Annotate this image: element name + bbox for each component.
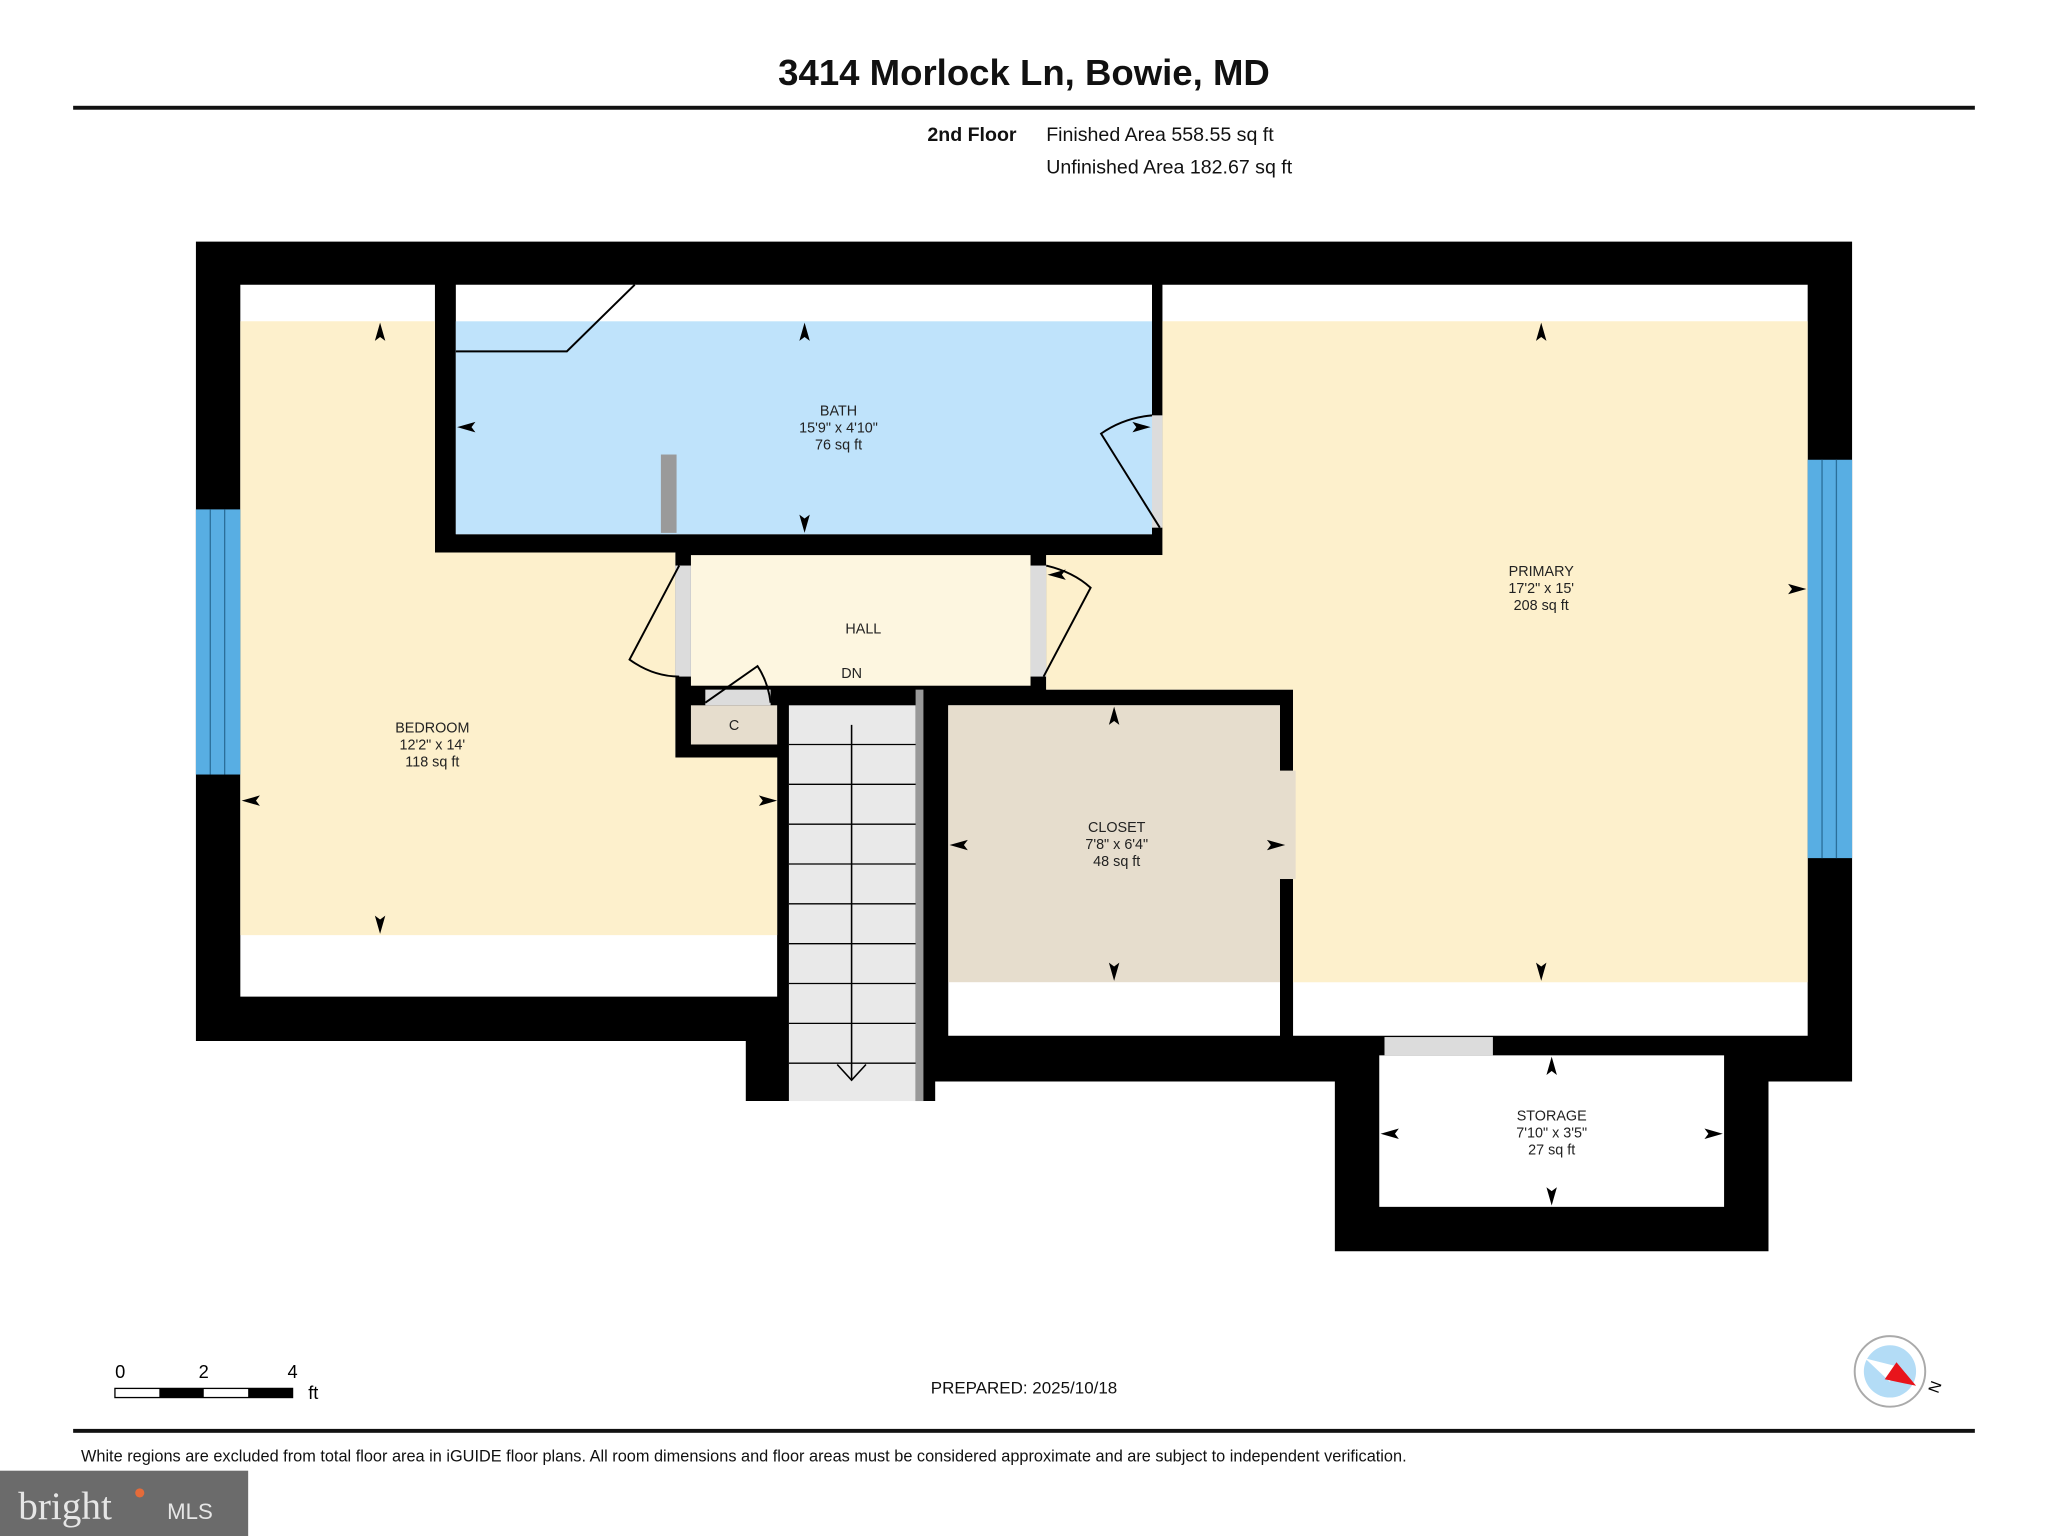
svg-text:bright: bright xyxy=(18,1485,112,1528)
label-closet-small: C xyxy=(729,718,739,734)
dimension-arrow-icon xyxy=(457,421,476,433)
footer-divider xyxy=(73,1428,1975,1433)
closet-c-door[interactable] xyxy=(705,689,771,706)
label-closet: CLOSET 7'8" x 6'4" 48 sq ft xyxy=(1085,820,1148,870)
dimension-arrow-icon xyxy=(374,915,386,934)
bedroom-door[interactable] xyxy=(675,565,691,677)
scale-tick: 0 xyxy=(115,1361,125,1382)
scale-unit: ft xyxy=(308,1382,318,1403)
header-divider xyxy=(73,105,1975,110)
room-bath xyxy=(455,284,1152,535)
dimension-arrow-icon xyxy=(1132,421,1151,433)
compass-north-label: N xyxy=(1926,1379,1946,1395)
storage-door xyxy=(1384,1037,1493,1056)
partition xyxy=(660,454,677,533)
prepared-date: PREPARED: 2025/10/18 xyxy=(931,1379,1117,1398)
label-stairs-down: DN xyxy=(841,666,862,682)
staircase[interactable] xyxy=(788,689,924,1102)
label-bedroom: BEDROOM 12'2" x 14' 118 sq ft xyxy=(395,721,469,771)
tub-outline xyxy=(455,284,636,353)
primary-door[interactable] xyxy=(1030,565,1047,677)
label-storage: STORAGE 7'10" x 3'5" 27 sq ft xyxy=(1516,1109,1587,1159)
room-dims: 17'2" x 15' xyxy=(1508,581,1574,597)
room-name: CLOSET xyxy=(1088,820,1146,836)
dimension-arrow-icon xyxy=(1546,1187,1557,1206)
dimension-arrow-icon xyxy=(1108,962,1120,981)
room-name: BATH xyxy=(820,403,857,419)
disclaimer: White regions are excluded from total fl… xyxy=(81,1448,1407,1466)
room-dims: 7'8" x 6'4" xyxy=(1085,837,1148,853)
window-right xyxy=(1807,459,1853,859)
finished-area: Finished Area 558.55 sq ft xyxy=(1046,124,1274,146)
page-title: 3414 Morlock Ln, Bowie, MD xyxy=(778,52,1270,93)
dimension-arrows xyxy=(241,322,1807,1206)
stair-railing xyxy=(915,689,924,1102)
room-closet-small xyxy=(690,705,778,745)
doors xyxy=(675,415,1163,706)
dimension-arrow-icon xyxy=(1380,1128,1399,1139)
room-name: STORAGE xyxy=(1517,1109,1587,1125)
label-hall: HALL xyxy=(845,621,881,637)
room-hall xyxy=(690,555,1031,686)
room-primary xyxy=(1046,284,1808,1036)
bright-mls-logo: bright MLS xyxy=(0,1470,249,1536)
room-dims: 12'2" x 14' xyxy=(399,738,465,754)
stairs-down-arrow-icon xyxy=(836,1063,867,1082)
door-swings xyxy=(628,414,1161,704)
dimension-arrow-icon xyxy=(1788,583,1807,595)
room-area: 27 sq ft xyxy=(1528,1143,1575,1159)
dimension-arrow-icon xyxy=(1047,569,1066,580)
dimension-arrow-icon xyxy=(799,514,810,533)
room-dims: 7'10" x 3'5" xyxy=(1516,1126,1587,1142)
dimension-arrow-icon xyxy=(1536,962,1547,981)
dimension-arrow-icon xyxy=(374,322,386,341)
dimension-arrow-icon xyxy=(758,795,778,806)
dimension-arrow-icon xyxy=(799,322,810,341)
dimension-arrow-icon xyxy=(241,795,260,806)
compass-icon: N xyxy=(1853,1335,1946,1408)
dimension-arrow-icon xyxy=(1266,839,1286,851)
svg-text:MLS: MLS xyxy=(167,1499,213,1524)
dimension-arrow-icon xyxy=(1108,706,1120,725)
room-area: 208 sq ft xyxy=(1514,598,1569,614)
floor-label: 2nd Floor xyxy=(927,124,1017,146)
dimension-arrow-icon xyxy=(1546,1056,1557,1075)
room-area: 76 sq ft xyxy=(815,437,862,453)
label-bath: BATH 15'9" x 4'10" 76 sq ft xyxy=(799,403,878,453)
label-primary: PRIMARY 17'2" x 15' 208 sq ft xyxy=(1508,564,1574,614)
scale-tick: 4 xyxy=(287,1361,297,1382)
scale-bar: 0 2 4 ft xyxy=(114,1361,318,1403)
room-name: BEDROOM xyxy=(395,721,469,737)
dimension-arrow-icon xyxy=(949,839,968,851)
dimension-arrow-icon xyxy=(1704,1128,1723,1139)
room-storage xyxy=(1379,1055,1725,1207)
window-left xyxy=(195,509,241,775)
room-name: PRIMARY xyxy=(1509,564,1575,580)
room-area: 118 sq ft xyxy=(405,755,459,771)
dimension-arrow-icon xyxy=(1536,322,1547,341)
room-area: 48 sq ft xyxy=(1093,854,1140,870)
room-closet xyxy=(948,705,1296,1036)
room-dims: 15'9" x 4'10" xyxy=(799,420,878,436)
room-bedroom xyxy=(240,284,778,997)
unfinished-area: Unfinished Area 182.67 sq ft xyxy=(1046,157,1293,179)
bath-door[interactable] xyxy=(1152,415,1163,528)
scale-tick: 2 xyxy=(199,1361,209,1382)
